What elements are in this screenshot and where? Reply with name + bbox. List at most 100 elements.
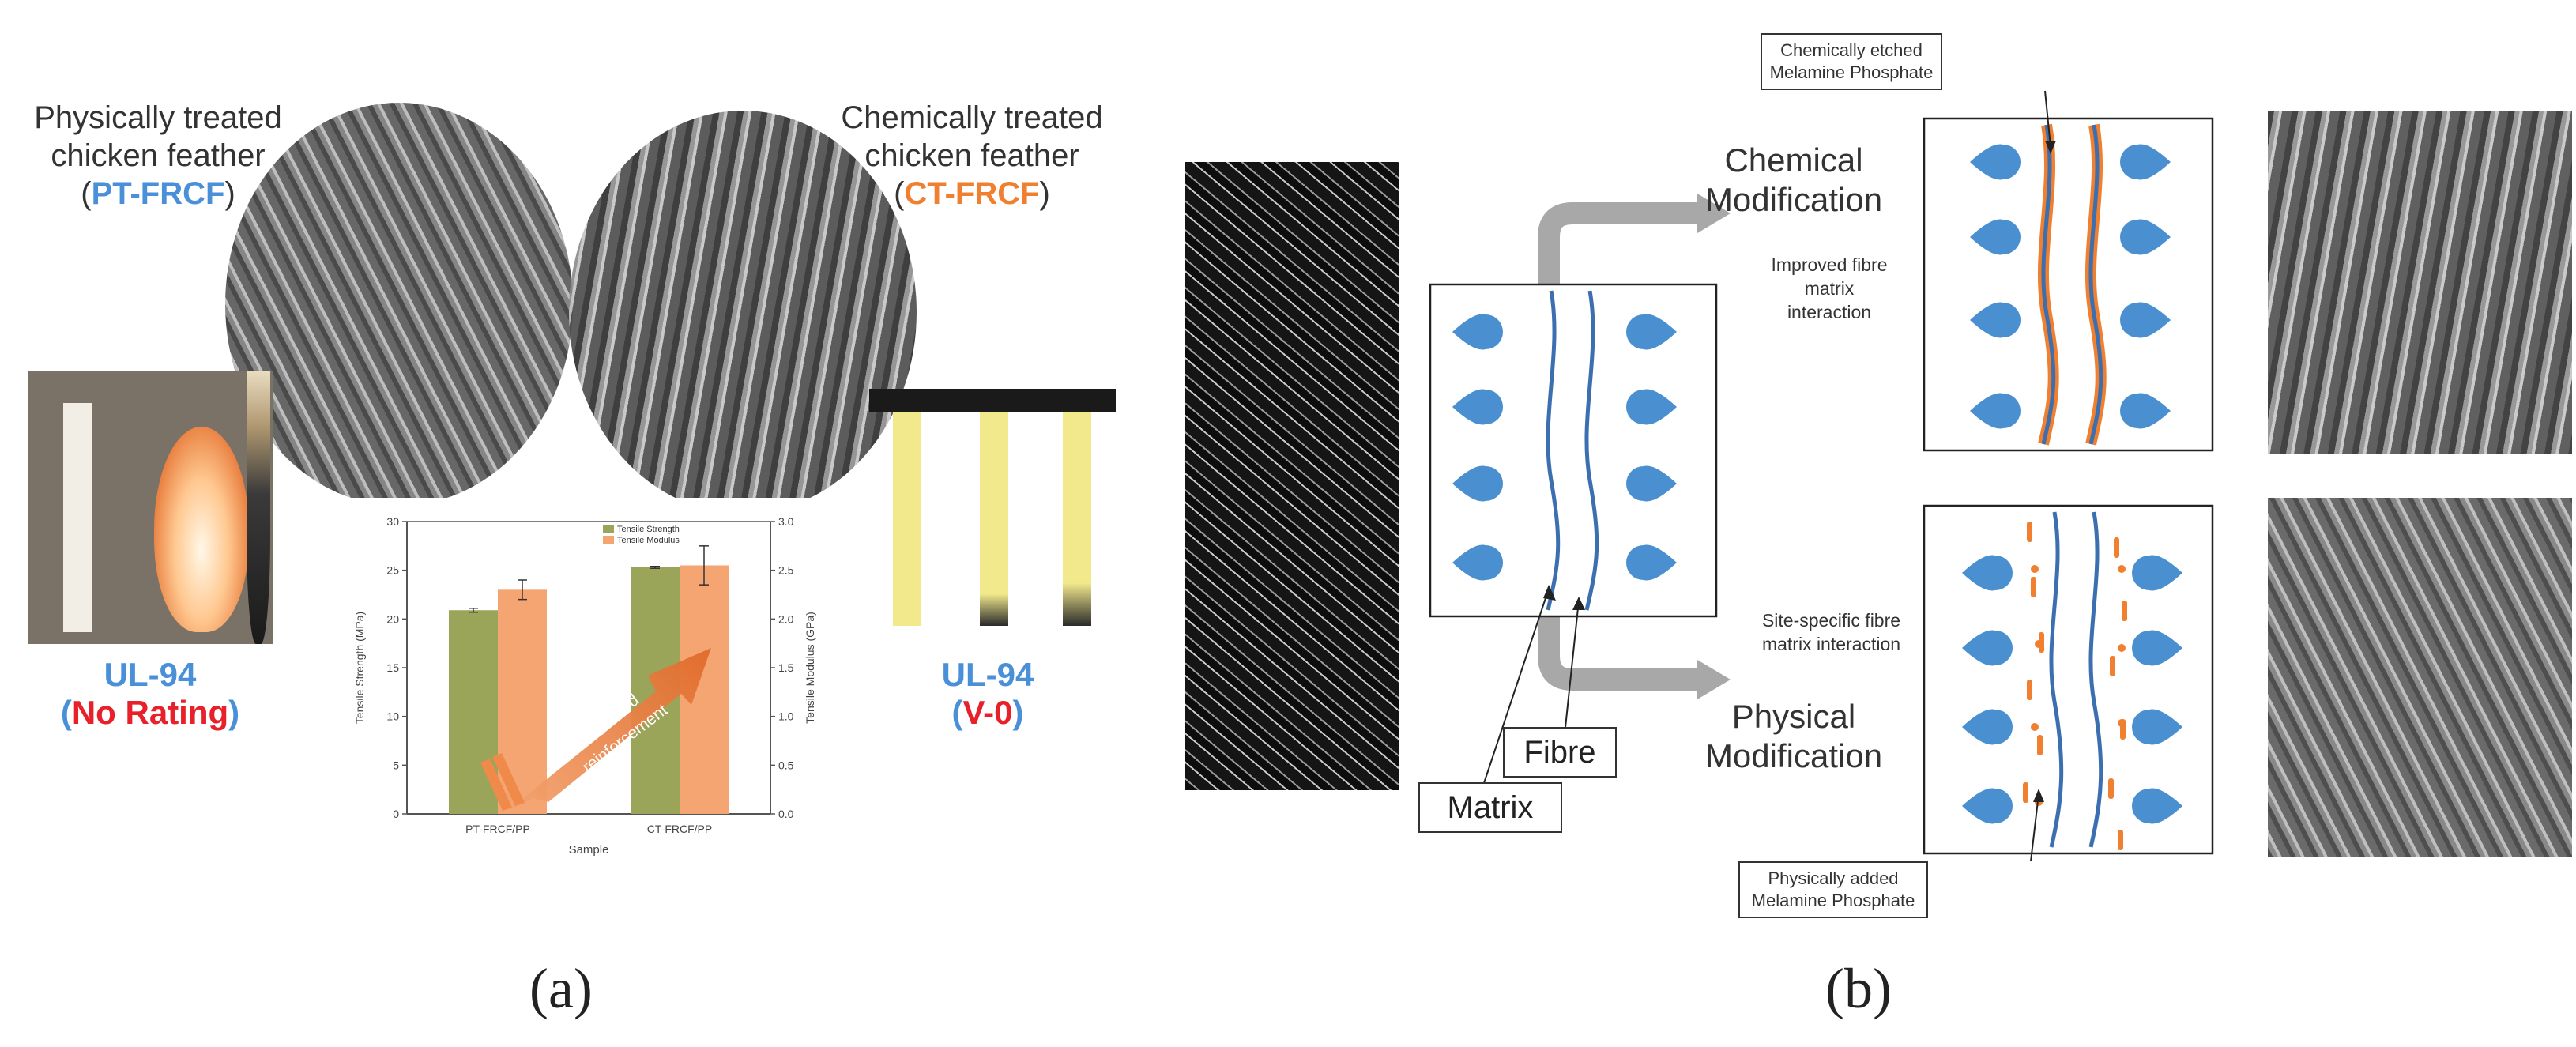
melamine-phosphate-particle xyxy=(2110,656,2115,676)
matrix-pointer xyxy=(1481,588,1550,791)
legend-label: Tensile Strength xyxy=(617,525,680,534)
left-ul94-rating: UL-94 (No Rating) xyxy=(60,656,240,731)
fibre-pointer-head xyxy=(1572,597,1585,610)
physical-sem-crop xyxy=(2268,498,2572,857)
phys-flow-arrow-head xyxy=(1697,660,1731,699)
site-specific-label: Site-specific fibre matrix interaction xyxy=(1761,610,1901,654)
flame xyxy=(154,427,249,632)
yellow-specimen-2 xyxy=(980,412,1008,626)
matrix-droplet xyxy=(1626,389,1677,425)
y2-tick-label: 2.0 xyxy=(778,612,794,625)
melamine-phosphate-dot xyxy=(2118,565,2126,573)
y2-tick-label: 0.5 xyxy=(778,759,794,771)
x-tick-label: CT-FRCF/PP xyxy=(647,823,712,835)
phys-droplet xyxy=(1962,555,2013,591)
melamine-phosphate-dot xyxy=(2031,565,2039,573)
reinforcement-arrow xyxy=(498,648,711,810)
legend-label: Tensile Modulus xyxy=(617,536,680,545)
physical-modification-label: Physical Modification xyxy=(1704,698,1883,774)
etched-pointer-head xyxy=(2045,141,2056,154)
phys-fibre-left xyxy=(2049,511,2064,848)
y-tick-label: 20 xyxy=(386,612,399,625)
caption-a: (a) xyxy=(529,957,593,1020)
melamine-phosphate-dot xyxy=(2031,723,2039,731)
chemical-modification-label: Chemical Modification xyxy=(1704,141,1883,218)
chart-background xyxy=(340,498,845,861)
melamine-phosphate-dot xyxy=(2035,640,2043,648)
arrow-tail-stripe xyxy=(480,759,512,811)
melamine-phosphate-particle xyxy=(2027,522,2032,542)
added-pointer xyxy=(2030,793,2039,862)
unburnt-specimen xyxy=(63,403,92,632)
callout-chemically-etched: Chemically etched Melamine Phosphate xyxy=(1761,33,1942,90)
melamine-phosphate-particle xyxy=(2037,735,2043,755)
x-tick-label: PT-FRCF/PP xyxy=(465,823,530,835)
phys-fibre-right xyxy=(2088,511,2103,848)
chem-droplet xyxy=(1970,219,2021,255)
matrix-droplet xyxy=(1452,389,1503,425)
chem-droplet xyxy=(2120,393,2171,429)
melamine-phosphate-particle xyxy=(2027,680,2032,700)
legend-swatch xyxy=(603,536,614,544)
yellow-specimen-3 xyxy=(1063,412,1091,626)
chem-fibre-right xyxy=(2088,124,2103,445)
chem-droplet xyxy=(2120,144,2171,180)
center-fibre-left xyxy=(1546,290,1561,611)
chemical-sem-crop xyxy=(2268,111,2572,454)
callout-physically-added: Physically added Melamine Phosphate xyxy=(1738,861,1928,918)
tensile-chart: 0510152025300.00.51.01.52.02.53.0Tensile… xyxy=(340,498,845,861)
matrix-droplet xyxy=(1452,314,1503,350)
phys-droplet xyxy=(2132,788,2182,824)
matrix-label: Matrix xyxy=(1418,782,1562,833)
ct-code: CT-FRCF xyxy=(904,176,1040,211)
phys-droplet xyxy=(1962,788,2013,824)
matrix-pointer-head xyxy=(1543,585,1556,601)
phys-droplet xyxy=(1962,709,2013,745)
melamine-phosphate-dot xyxy=(2118,719,2126,727)
melamine-phosphate-particle xyxy=(2108,778,2114,799)
chem-droplet xyxy=(1970,393,2021,429)
phys-droplet xyxy=(2132,555,2182,591)
chem-droplet xyxy=(2120,302,2171,338)
y2-tick-label: 0.0 xyxy=(778,808,794,820)
matrix-droplet xyxy=(1626,314,1677,350)
y2-tick-label: 1.0 xyxy=(778,710,794,723)
y-tick-label: 10 xyxy=(386,710,399,723)
matrix-droplet xyxy=(1625,544,1677,581)
charred-specimen xyxy=(247,371,270,644)
specimen-holder-bar xyxy=(869,389,1116,412)
y2-tick-label: 3.0 xyxy=(778,515,794,528)
yellow-specimen-1 xyxy=(893,412,921,626)
fibre-label: Fibre xyxy=(1503,727,1617,778)
ct-label: Chemically treated chicken feather (CT-F… xyxy=(841,100,1103,211)
phys-droplet xyxy=(2132,709,2182,745)
phys-droplet xyxy=(2132,630,2182,666)
caption-b: (b) xyxy=(1825,957,1892,1020)
fibre-pointer xyxy=(1564,600,1580,736)
y2-axis-label: Tensile Modulus (GPa) xyxy=(804,612,816,724)
fibre-network-micrograph xyxy=(1185,162,1399,790)
y-tick-label: 15 xyxy=(386,661,399,674)
phys-flow-arrow xyxy=(1538,616,1699,691)
matrix-droplet xyxy=(1452,544,1504,581)
chem-droplet xyxy=(2120,219,2171,255)
pt-code: PT-FRCF xyxy=(91,176,225,211)
y-axis-label: Tensile Strength (MPa) xyxy=(353,612,366,724)
matrix-droplet xyxy=(1626,465,1677,502)
y2-tick-label: 2.5 xyxy=(778,564,794,577)
chem-droplet xyxy=(1970,302,2021,338)
ul94-no-rating-photo xyxy=(28,371,273,644)
y2-tick-label: 1.5 xyxy=(778,661,794,674)
chem-droplet xyxy=(1970,144,2021,180)
improved-interaction-label: Improved fibre matrix interaction xyxy=(1771,254,1888,322)
legend-swatch xyxy=(603,525,614,533)
y-tick-label: 0 xyxy=(393,808,399,820)
melamine-phosphate-particle xyxy=(2031,577,2036,597)
y-tick-label: 25 xyxy=(386,564,399,577)
pt-label: Physically treated chicken feather (PT-F… xyxy=(34,100,282,211)
x-axis-label: Sample xyxy=(569,843,609,857)
chemical-modification-box xyxy=(1923,117,2214,452)
melamine-phosphate-particle xyxy=(2023,782,2028,803)
chem-flow-arrow xyxy=(1538,202,1699,284)
melamine-phosphate-dot xyxy=(2118,644,2126,652)
